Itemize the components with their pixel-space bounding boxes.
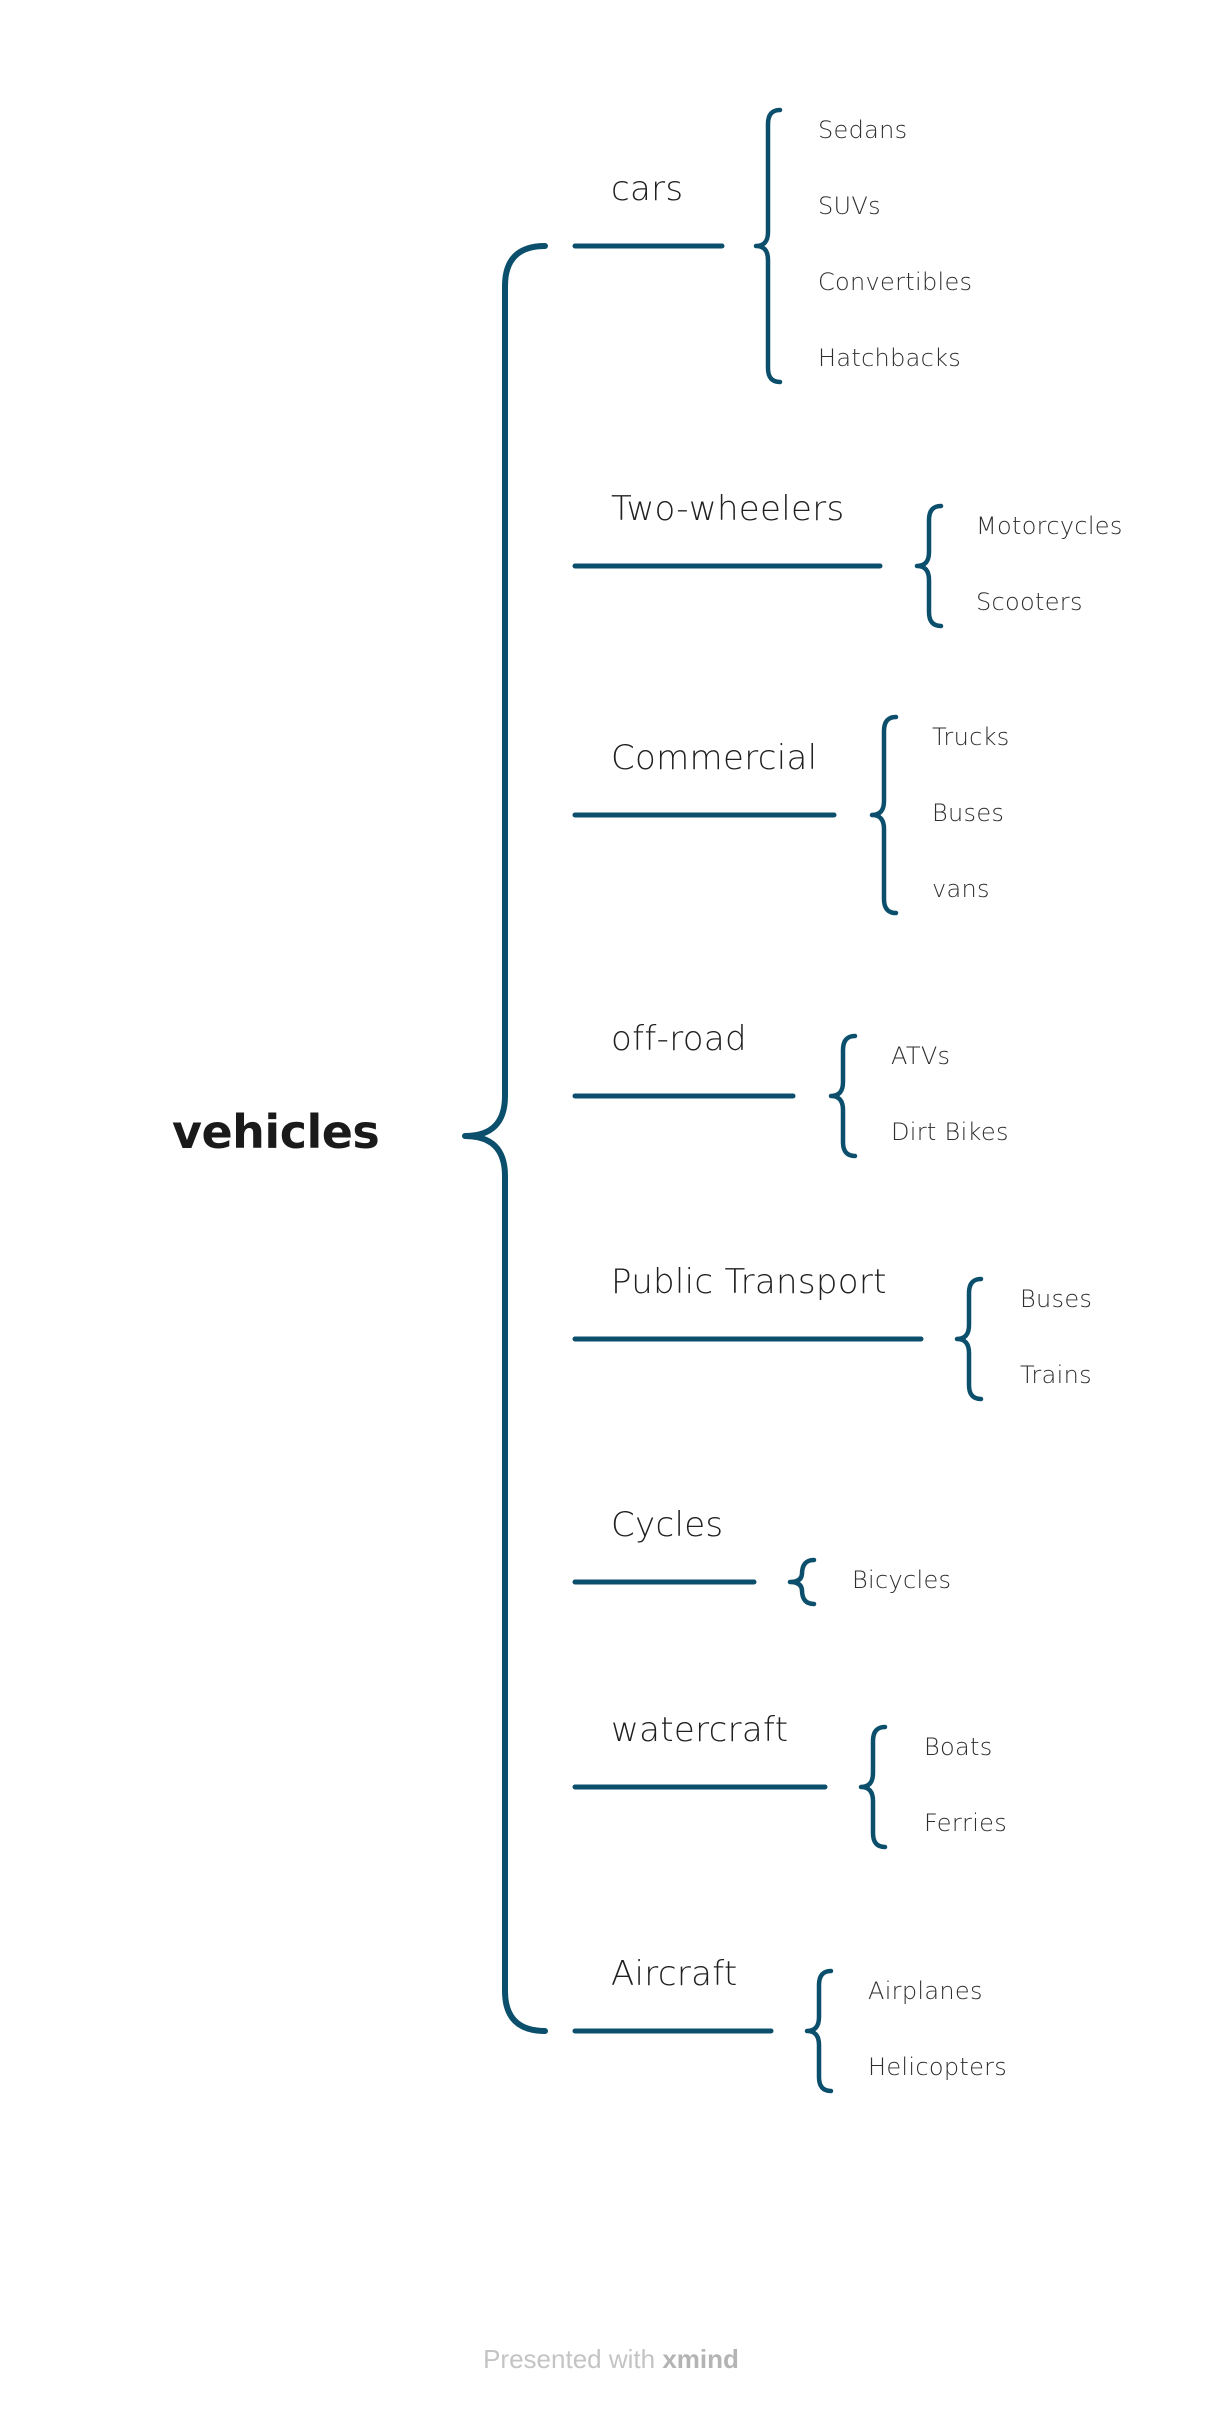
sub-brace-public-transport bbox=[954, 1276, 984, 1402]
sub-topic-motorcycles[interactable]: Motorcycles bbox=[976, 512, 1123, 540]
sub-topic-trains[interactable]: Trains bbox=[1020, 1361, 1092, 1389]
footer: Presented with xmind bbox=[0, 2344, 1222, 2375]
branch-topic-cycles[interactable]: Cycles bbox=[611, 1505, 724, 1545]
root-topic[interactable]: vehicles bbox=[172, 1105, 380, 1159]
sub-brace-commercial bbox=[869, 714, 899, 916]
branch-topic-aircraft[interactable]: Aircraft bbox=[611, 1954, 738, 1994]
sub-topic-convertibles[interactable]: Convertibles bbox=[818, 268, 973, 296]
sub-topic-atvs[interactable]: ATVs bbox=[891, 1042, 951, 1070]
sub-topic-bicycles[interactable]: Bicycles bbox=[852, 1566, 952, 1594]
branch-topic-cars[interactable]: cars bbox=[611, 169, 684, 209]
sub-topic-ferries[interactable]: Ferries bbox=[924, 1809, 1008, 1837]
sub-brace-cars bbox=[753, 107, 783, 385]
sub-brace-aircraft bbox=[804, 1968, 834, 2094]
branch-topic-watercraft[interactable]: watercraft bbox=[611, 1710, 789, 1750]
sub-topic-hatchbacks[interactable]: Hatchbacks bbox=[818, 344, 962, 372]
sub-brace-off-road bbox=[828, 1033, 858, 1159]
sub-topic-buses[interactable]: Buses bbox=[1020, 1285, 1093, 1313]
sub-topic-buses[interactable]: Buses bbox=[932, 799, 1005, 827]
xmind-logo: xmind bbox=[662, 2344, 739, 2374]
sub-topic-sedans[interactable]: Sedans bbox=[818, 116, 908, 144]
sub-topic-airplanes[interactable]: Airplanes bbox=[868, 1977, 983, 2005]
sub-topic-vans[interactable]: vans bbox=[932, 875, 990, 903]
sub-brace-cycles bbox=[787, 1557, 817, 1607]
root-brace bbox=[462, 243, 548, 2034]
sub-brace-two-wheelers bbox=[914, 503, 944, 629]
connector-lines bbox=[462, 107, 984, 2094]
sub-topic-scooters[interactable]: Scooters bbox=[976, 588, 1083, 616]
branch-topic-commercial[interactable]: Commercial bbox=[611, 738, 818, 778]
sub-topic-boats[interactable]: Boats bbox=[924, 1733, 993, 1761]
footer-prefix: Presented with bbox=[483, 2344, 656, 2374]
sub-topic-dirt-bikes[interactable]: Dirt Bikes bbox=[891, 1118, 1009, 1146]
sub-brace-watercraft bbox=[858, 1724, 888, 1850]
branch-topic-off-road[interactable]: off-road bbox=[611, 1019, 747, 1059]
sub-topic-suvs[interactable]: SUVs bbox=[818, 192, 881, 220]
branch-topic-public-transport[interactable]: Public Transport bbox=[611, 1262, 887, 1302]
branch-topic-two-wheelers[interactable]: Two-wheelers bbox=[611, 489, 845, 529]
sub-topic-helicopters[interactable]: Helicopters bbox=[868, 2053, 1008, 2081]
sub-topic-trucks[interactable]: Trucks bbox=[932, 723, 1010, 751]
